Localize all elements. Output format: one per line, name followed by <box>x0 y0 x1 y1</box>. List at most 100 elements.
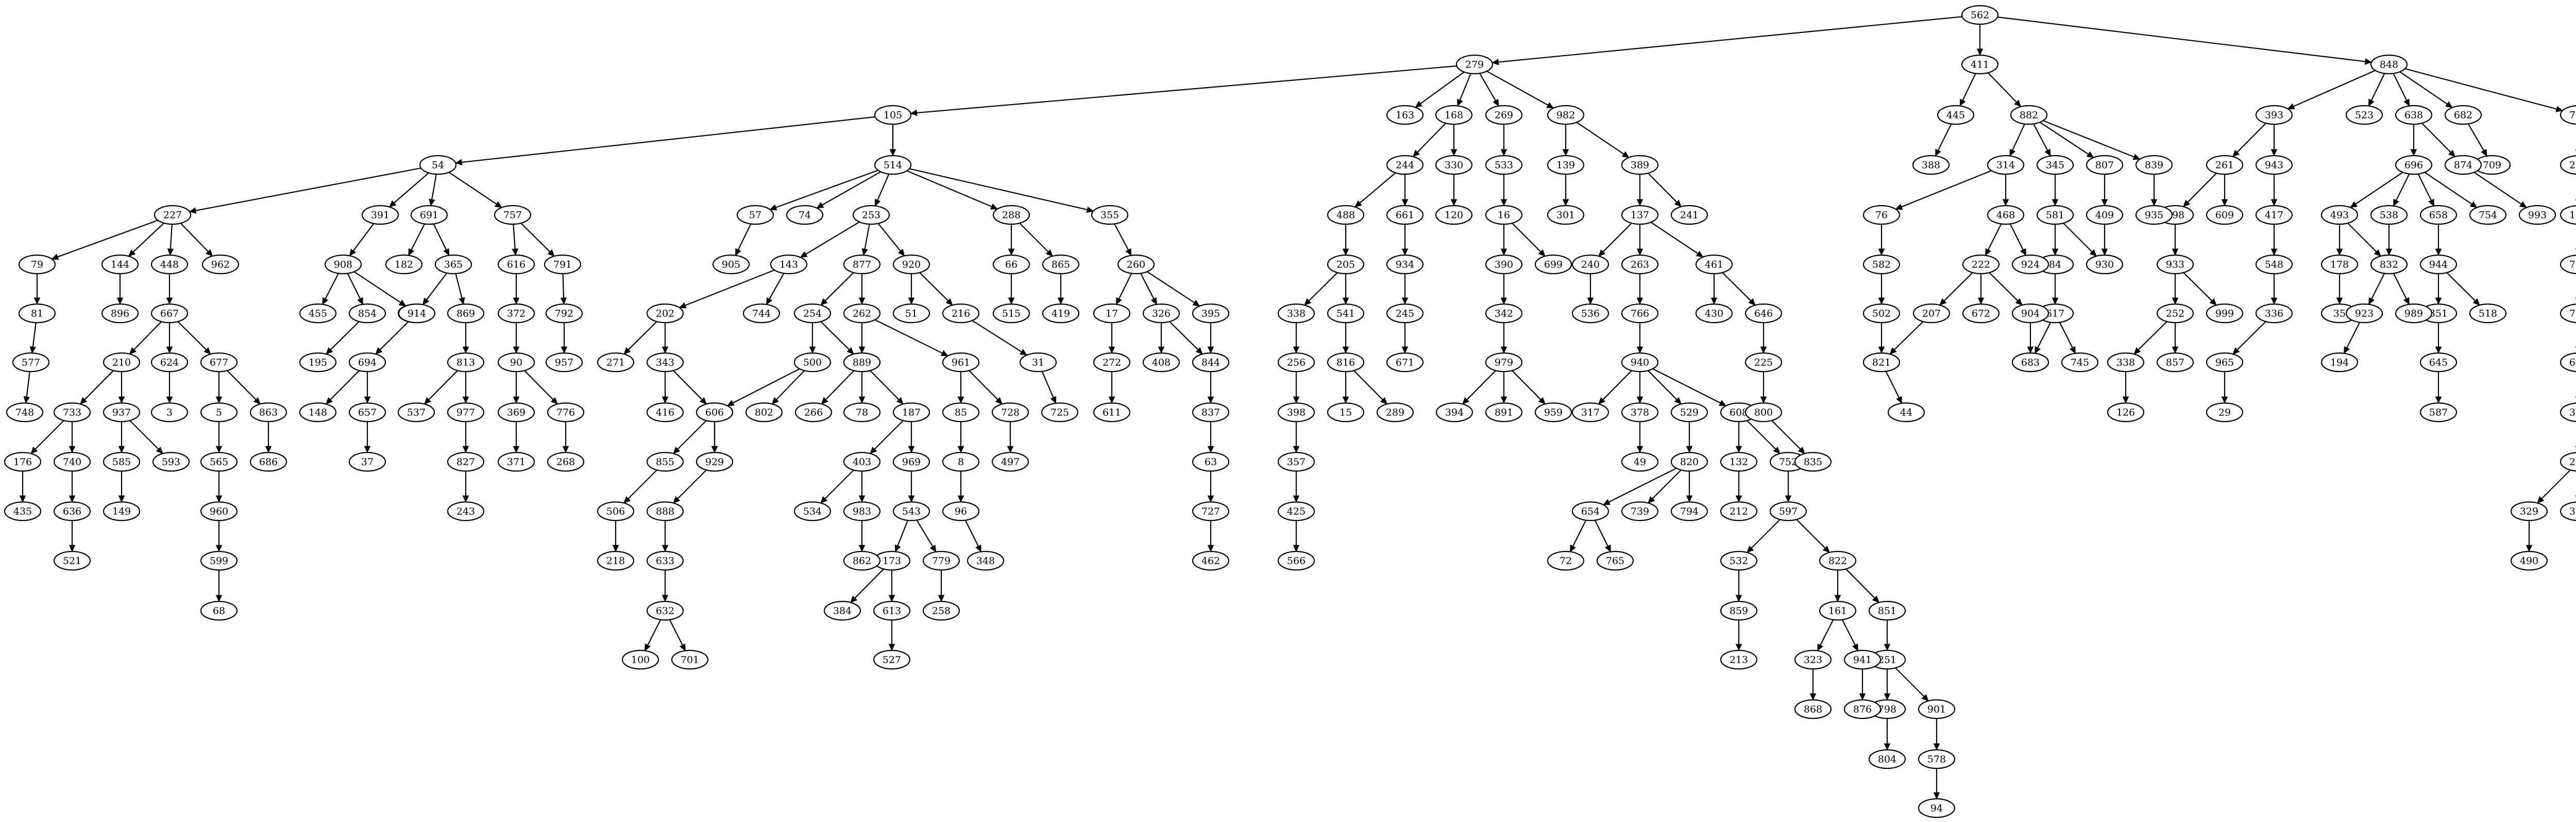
node-ellipse <box>1695 254 1733 275</box>
arrowhead-667-210 <box>129 347 137 355</box>
edge-877-254 <box>824 272 854 301</box>
node-ellipse <box>1695 303 1733 324</box>
tree-node: 646 <box>1744 303 1783 324</box>
arrowhead-395-651 <box>1207 346 1214 354</box>
node-label: 667 <box>160 308 179 320</box>
node-ellipse <box>53 550 91 571</box>
edge-365-869 <box>455 273 463 298</box>
edge-31-725 <box>1041 371 1054 398</box>
node-ellipse <box>2560 155 2576 175</box>
tree-node: 865 <box>1042 254 1080 275</box>
tree-node: 345 <box>2036 155 2074 175</box>
node-ellipse <box>1277 501 1315 522</box>
edge-260-395 <box>1147 271 1195 304</box>
node-label: 725 <box>1050 407 1069 418</box>
node-label: 448 <box>160 259 179 271</box>
edge-262-961 <box>874 319 943 354</box>
edge-227-144 <box>132 222 164 253</box>
node-label: 645 <box>2429 357 2448 368</box>
tree-node: 490 <box>2510 550 2548 571</box>
arrowhead-677-863 <box>253 397 261 405</box>
tree-node: 748 <box>6 402 44 423</box>
arrowhead-417-548 <box>2270 248 2278 256</box>
node-ellipse <box>410 205 448 225</box>
node-ellipse <box>843 303 881 324</box>
node-label: 488 <box>1336 210 1355 221</box>
node-label: 176 <box>13 457 32 468</box>
edge-923-194 <box>2346 322 2361 348</box>
node-ellipse <box>154 205 192 225</box>
node-ellipse <box>2086 254 2124 275</box>
edge-944-518 <box>2446 272 2476 301</box>
edge-882-839 <box>2043 120 2134 158</box>
arrowhead-543-779 <box>929 544 937 552</box>
node-label: 699 <box>1544 259 1563 271</box>
tree-node: 8 <box>942 451 980 472</box>
node-label: 983 <box>853 506 871 517</box>
tree-node: 578 <box>1918 749 1956 769</box>
node-label: 51 <box>905 308 918 320</box>
node-ellipse <box>447 501 485 522</box>
node-ellipse <box>398 303 436 324</box>
arrowhead-202-343 <box>662 346 669 354</box>
arrowhead-752-597 <box>1785 495 1792 503</box>
arrowhead-877-254 <box>820 298 828 306</box>
arrowhead-937-585 <box>118 446 125 454</box>
tree-node: 691 <box>410 205 448 225</box>
arrowhead-342-979 <box>1500 346 1507 354</box>
tree-node: 661 <box>1386 205 1424 225</box>
edge-261-298 <box>2187 173 2217 203</box>
tree-node: 876 <box>1843 699 1882 719</box>
node-ellipse <box>1019 352 1057 373</box>
node-label: 982 <box>1556 110 1575 121</box>
tree-node: 342 <box>1485 303 1523 324</box>
arrowhead-161-323 <box>1817 643 1824 651</box>
node-label: 686 <box>259 457 278 468</box>
node-label: 430 <box>1705 308 1723 320</box>
node-ellipse <box>1987 155 2025 175</box>
arrowhead-502-821 <box>1878 346 1885 354</box>
edge-816-289 <box>1353 370 1383 400</box>
tree-node: 85 <box>942 402 980 423</box>
node-ellipse <box>2255 155 2293 175</box>
edge-597-532 <box>1751 519 1781 549</box>
node-label: 178 <box>2330 259 2349 271</box>
arrowhead-529-820 <box>1686 446 1693 454</box>
arrowhead-493-680 <box>2374 249 2381 257</box>
node-label: 654 <box>1581 506 1600 517</box>
arrowhead-904-683 <box>2027 346 2034 354</box>
edge-937-593 <box>129 420 159 450</box>
arrowhead-727-462 <box>1207 545 1214 552</box>
arrowhead-514-253 <box>874 198 881 207</box>
node-label: 783 <box>2569 308 2576 320</box>
node-ellipse <box>150 254 189 275</box>
node-ellipse <box>2036 205 2074 225</box>
node-ellipse <box>646 600 684 621</box>
node-ellipse <box>200 600 238 621</box>
tree-node: 76 <box>1862 205 1901 225</box>
node-label: 345 <box>2046 160 2064 171</box>
edge-820-739 <box>1652 469 1682 499</box>
arrowhead-227-448 <box>167 248 174 256</box>
node-label: 832 <box>2380 259 2398 271</box>
node-ellipse <box>103 352 141 373</box>
arrowhead-944-518 <box>2472 298 2480 306</box>
node-ellipse <box>200 501 238 522</box>
node-label: 455 <box>309 308 327 320</box>
node-label: 876 <box>1853 704 1872 715</box>
node-ellipse <box>1277 550 1315 571</box>
node-ellipse <box>621 649 659 670</box>
node-ellipse <box>2320 205 2359 225</box>
node-label: 355 <box>1100 210 1119 221</box>
node-label: 326 <box>1152 308 1171 320</box>
node-label: 245 <box>1396 308 1414 320</box>
tree-node: 205 <box>1327 254 1365 275</box>
node-label: 929 <box>705 457 724 468</box>
node-label: 865 <box>1052 259 1070 271</box>
arrowhead-389-137 <box>1636 199 1643 207</box>
node-ellipse <box>545 352 583 373</box>
arrowhead-263-766 <box>1636 297 1643 305</box>
arrowhead-468-222 <box>1985 248 1991 256</box>
tree-node: 877 <box>843 254 881 275</box>
arrowhead-105-514 <box>889 149 896 157</box>
